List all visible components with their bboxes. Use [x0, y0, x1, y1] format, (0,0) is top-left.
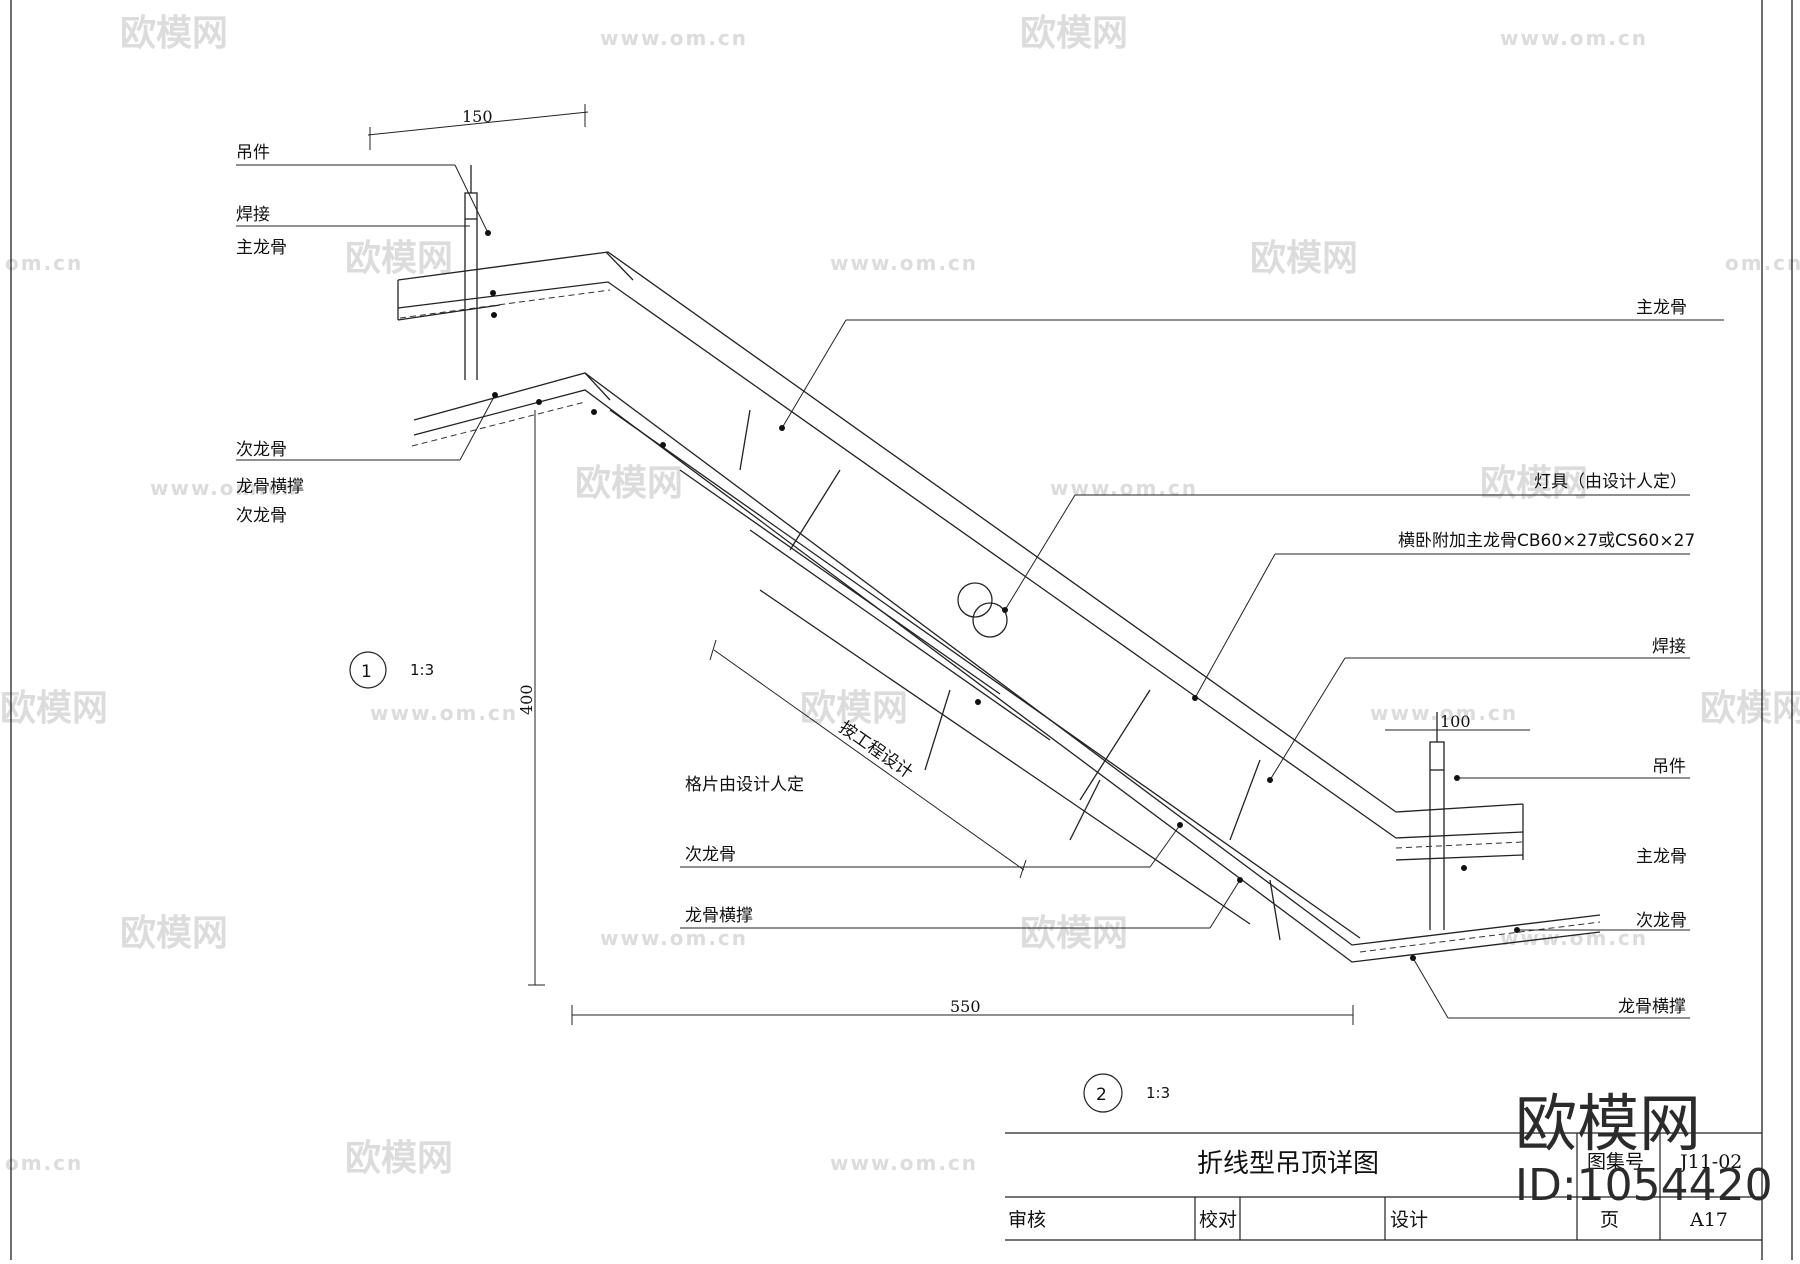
watermark-brand: 欧模网	[1250, 238, 1358, 279]
label-secondary-keel: 次龙骨	[236, 440, 287, 460]
label-light: 灯具（由设计人定）	[1534, 472, 1687, 492]
watermark-url: www.om.cn	[830, 1151, 978, 1175]
label-weld: 焊接	[236, 205, 270, 225]
label-hanger-right: 吊件	[1652, 757, 1686, 777]
detail1-scale: 1:3	[410, 661, 434, 679]
detail2-number: 2	[1096, 1085, 1107, 1105]
watermark-brand: 欧模网	[1700, 688, 1800, 729]
detail1-number: 1	[361, 662, 372, 682]
corner-watermark-brand: 欧模网	[1515, 1087, 1701, 1160]
atlas-number: J11-02	[1678, 1151, 1742, 1173]
watermark-url: www.om.cn	[1050, 476, 1198, 500]
corner-watermark-id: ID:1054420	[1515, 1160, 1773, 1211]
title-block: 折线型吊顶详图 图集号 J11-02 审核 校对 设计 页 A17	[1005, 1132, 1762, 1241]
label-cross-keel: 横卧附加主龙骨CB60×27或CS60×27	[1398, 531, 1695, 551]
label-main-keel-right-2: 主龙骨	[1636, 847, 1687, 867]
drawing-title: 折线型吊顶详图	[1197, 1149, 1379, 1179]
design-label: 设计	[1390, 1209, 1428, 1231]
leader-dots	[485, 230, 1520, 961]
watermark-url: www.om.cn	[370, 701, 518, 725]
label-main-keel: 主龙骨	[236, 238, 287, 258]
watermark-brand: 欧模网	[120, 13, 228, 54]
check-label: 校对	[1199, 1209, 1237, 1231]
dim-150: 150	[462, 107, 493, 126]
atlas-label: 图集号	[1587, 1151, 1644, 1173]
page-number: A17	[1689, 1209, 1728, 1231]
review-label: 审核	[1008, 1209, 1046, 1231]
detail1-labels: 吊件 焊接 主龙骨 次龙骨 龙骨横撑 次龙骨 150 400 550 1 1:3	[236, 107, 981, 1016]
watermark-url-fragment: om.cn	[5, 251, 83, 275]
watermark-brand: 欧模网	[345, 238, 453, 279]
detail2-marker	[1083, 1073, 1123, 1113]
watermark-brand: 欧模网	[1480, 463, 1588, 504]
label-weld-right: 焊接	[1652, 637, 1686, 657]
watermark-layer: 欧模网 www.om.cn 欧模网 www.om.cn om.cn 欧模网 www.om.c…	[0, 13, 1800, 1179]
watermark-brand: 欧模网	[0, 688, 108, 729]
label-hanger: 吊件	[236, 143, 270, 163]
label-grille: 格片由设计人定	[685, 775, 804, 795]
watermark-brand: 欧模网	[120, 913, 228, 954]
watermark-url: www.om.cn	[1500, 26, 1648, 50]
watermark-url: www.om.cn	[830, 251, 978, 275]
watermark-url: www.om.cn	[150, 476, 298, 500]
corner-watermark: 欧模网 ID:1054420	[1515, 1087, 1773, 1211]
watermark-brand: 欧模网	[345, 1138, 453, 1179]
watermark-brand: 欧模网	[1020, 13, 1128, 54]
hidden-lines	[399, 289, 1601, 953]
watermark-brand: 欧模网	[1020, 913, 1128, 954]
sheet-border	[10, 0, 1793, 1260]
watermark-url-fragment: om.cn	[5, 1151, 83, 1175]
label-secondary-keel-2: 次龙骨	[236, 506, 287, 526]
dimension-lines	[367, 104, 1530, 1025]
watermark-url: www.om.cn	[600, 926, 748, 950]
detail2-scale: 1:3	[1146, 1084, 1170, 1102]
page-label: 页	[1600, 1209, 1619, 1231]
dim-400: 400	[517, 684, 536, 715]
label-keel-brace: 龙骨横撑	[236, 477, 304, 497]
label-keel-brace-right: 龙骨横撑	[1618, 997, 1686, 1017]
watermark-brand: 欧模网	[800, 688, 908, 729]
watermark-brand: 欧模网	[575, 463, 683, 504]
label-secondary-keel-left: 次龙骨	[685, 845, 736, 865]
dim-550: 550	[950, 997, 981, 1016]
ceiling-structure	[397, 165, 1601, 963]
detail1-marker	[349, 651, 387, 689]
label-secondary-keel-right: 次龙骨	[1636, 911, 1687, 931]
label-main-keel-right: 主龙骨	[1636, 298, 1687, 318]
dim-100: 100	[1440, 712, 1471, 731]
watermark-url: www.om.cn	[600, 26, 748, 50]
leader-lines	[236, 164, 1724, 1019]
watermark-url: www.om.cn	[1370, 701, 1518, 725]
label-keel-brace-left: 龙骨横撑	[685, 906, 753, 926]
